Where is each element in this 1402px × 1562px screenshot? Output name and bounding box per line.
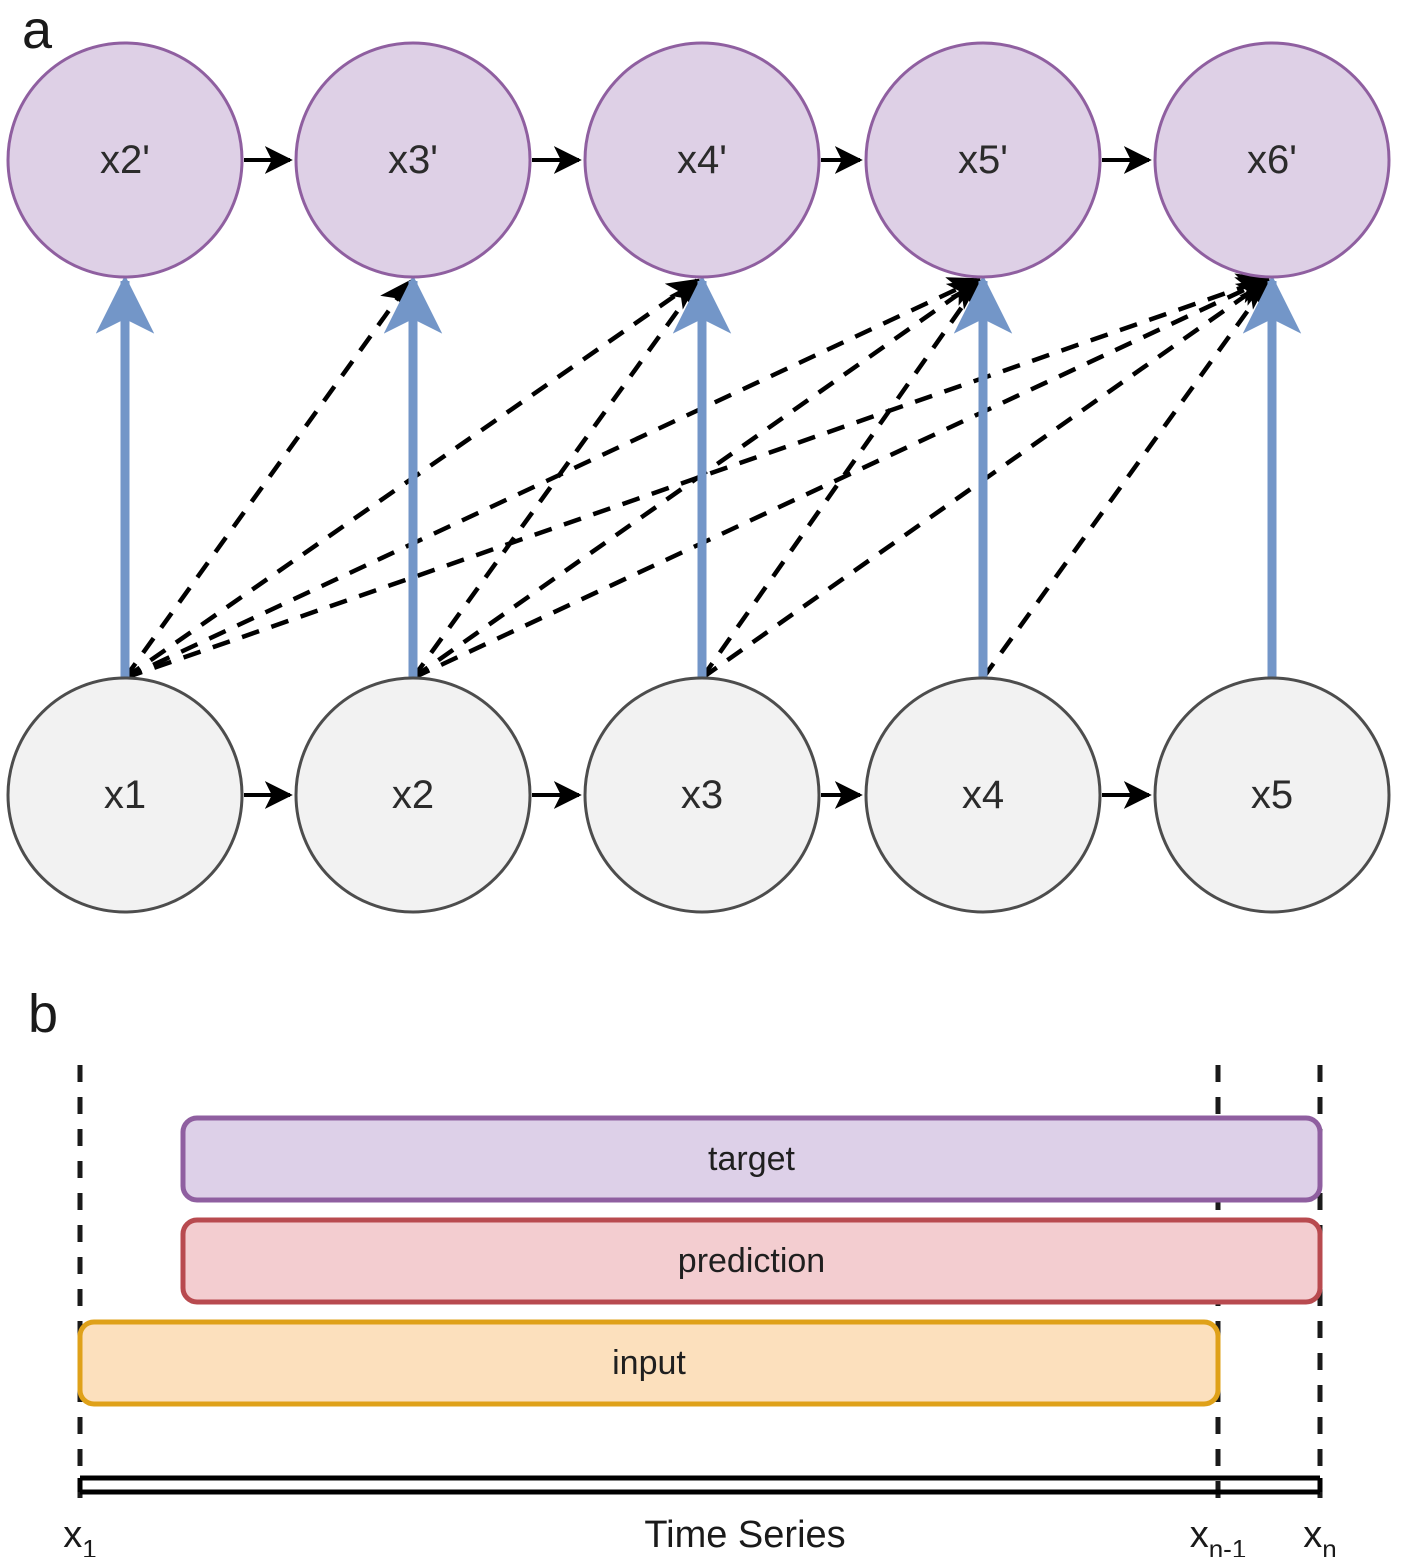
attention-arrow-x2-to-x4p [411,279,701,680]
bar-target[interactable]: target [180,1115,1323,1203]
node-x6p[interactable]: x6' [1153,41,1391,279]
axis-tick-0: x1 [63,1514,96,1557]
bar-rect [180,1115,1323,1203]
axis-tick-base: x [1303,1514,1322,1556]
bar-input[interactable]: input [77,1319,1221,1407]
node-x3[interactable]: x3 [583,676,821,914]
axis-tick-2: xn [1303,1514,1336,1557]
node-label: x6' [1247,138,1297,182]
output-node-circle [6,41,244,279]
node-x3p[interactable]: x3' [294,41,532,279]
input-node-circle [6,676,244,914]
axis-tick-subscript: 1 [82,1534,96,1557]
node-label: x3 [681,773,723,817]
node-label: x5 [1251,773,1293,817]
attention-link-group [123,273,1271,681]
input-node-circle [864,676,1102,914]
output-node-circle [864,41,1102,279]
axis-tick-subscript: n-1 [1209,1534,1247,1557]
input-node-circle [294,676,532,914]
node-x4[interactable]: x4 [864,676,1102,914]
node-x5[interactable]: x5 [1153,676,1391,914]
attention-arrow-x4-to-x6p [981,279,1271,680]
node-label: x4 [962,773,1004,817]
attention-arrow-x1-to-x3p [123,279,412,680]
panel-a: a x2' x3' x4' x5' x6' x1 x2 x3 x4 x5 [6,0,1391,914]
attention-arrow-x1-to-x5p [124,277,981,681]
node-x1[interactable]: x1 [6,676,244,914]
attention-arrow-x2-to-x6p [412,277,1270,681]
panel-b-letter: b [28,984,58,1044]
input-node-group: x1 x2 x3 x4 x5 [6,676,1391,914]
axis-tick-subscript: n [1322,1534,1336,1557]
panel-a-letter: a [22,0,53,60]
axis-tick-1: xn-1 [1190,1514,1247,1557]
node-label: x3' [388,138,438,182]
output-node-circle [294,41,532,279]
node-label: x5' [958,138,1008,182]
node-x5p[interactable]: x5' [864,41,1102,279]
input-node-circle [1153,676,1391,914]
node-label: x2' [100,138,150,182]
output-node-circle [583,41,821,279]
node-label: x2 [392,773,434,817]
bar-label: prediction [678,1242,825,1280]
timeline-bars: target prediction input [77,1115,1323,1407]
output-node-group: x2' x3' x4' x5' x6' [6,41,1391,279]
bar-rect [180,1217,1323,1305]
node-label: x1 [104,773,146,817]
node-x2[interactable]: x2 [294,676,532,914]
axis-lines [77,1475,1323,1495]
axis-caption: Time Series [644,1514,845,1556]
node-x2p[interactable]: x2' [6,41,244,279]
axis-tick-base: x [1190,1514,1209,1556]
bar-label: target [708,1140,795,1178]
attention-arrow-x2-to-x5p [411,278,981,680]
node-label: x4' [677,138,727,182]
output-node-circle [1153,41,1391,279]
bar-rect [77,1319,1221,1407]
input-node-circle [583,676,821,914]
axis-tick-base: x [63,1514,82,1556]
bar-prediction[interactable]: prediction [180,1217,1323,1305]
attention-arrow-x3-to-x5p [700,279,982,680]
node-x4p[interactable]: x4' [583,41,821,279]
bar-label: input [612,1344,686,1382]
vertical-link-group [95,275,1302,678]
